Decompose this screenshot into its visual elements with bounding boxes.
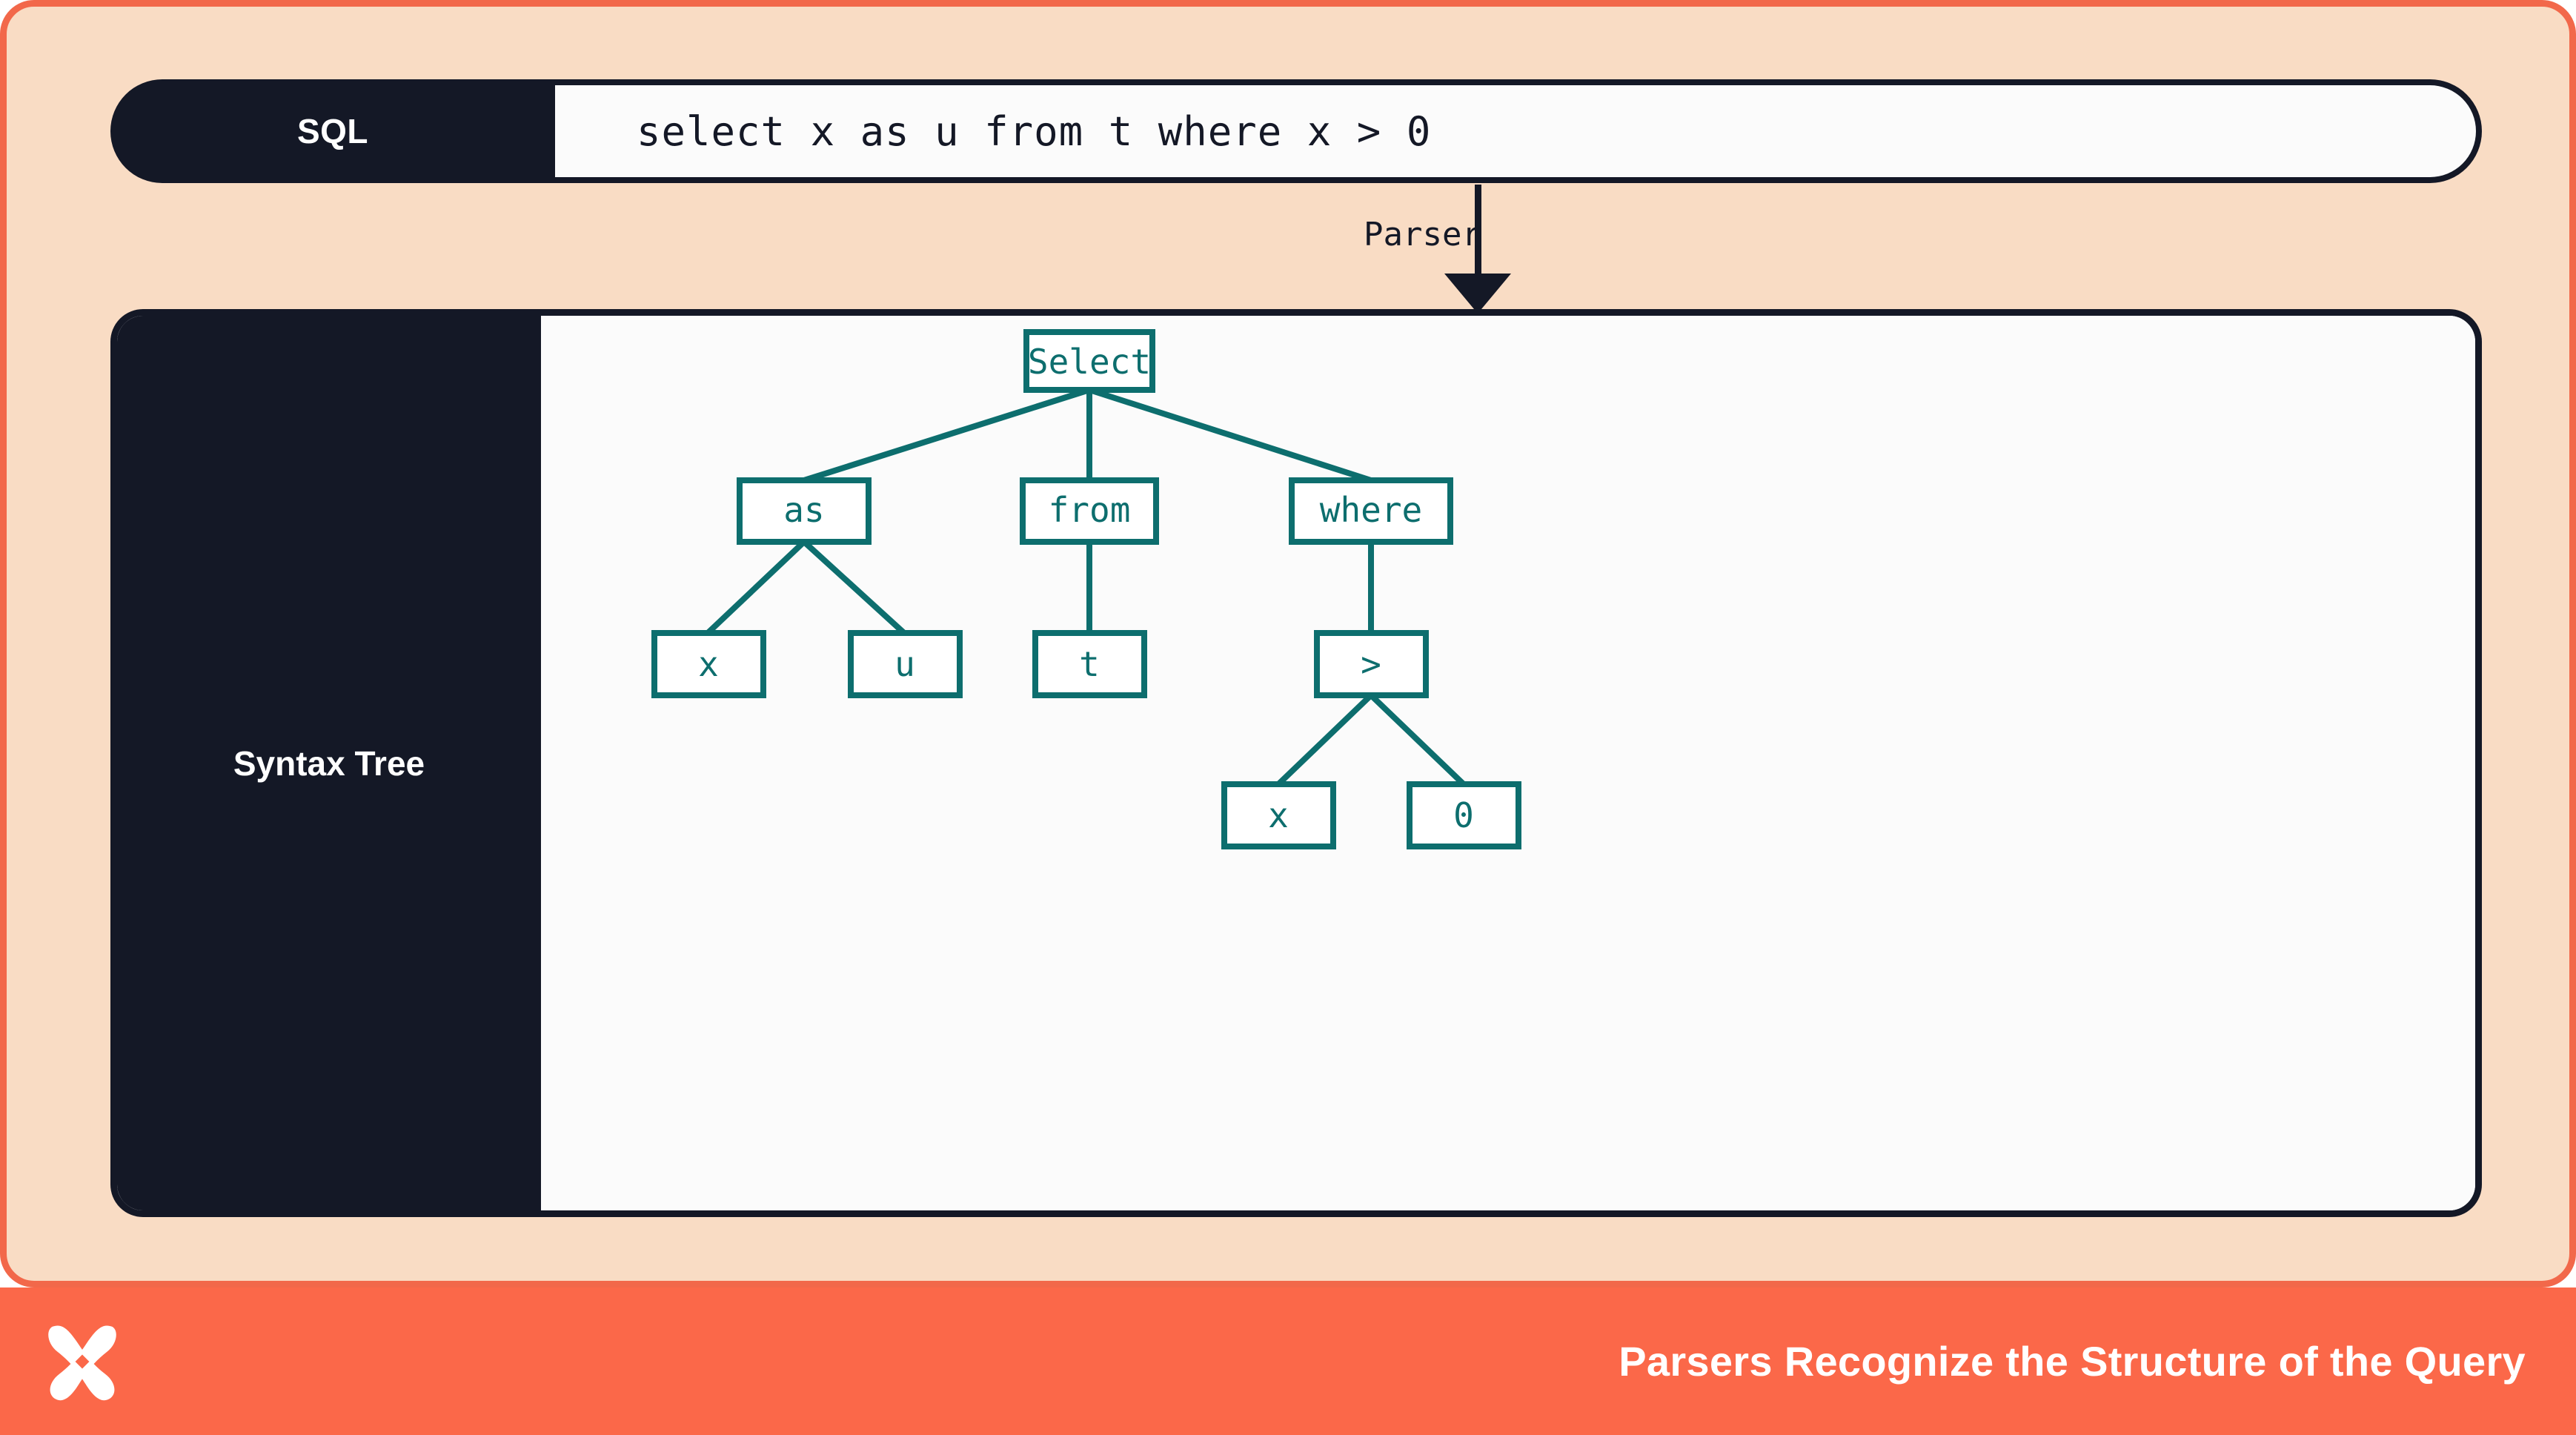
tree-node-t[interactable]: t [1032, 630, 1147, 698]
tree-node-u[interactable]: u [848, 630, 963, 698]
tree-node-from[interactable]: from [1020, 477, 1159, 545]
sql-row: SQL select x as u from t where x > 0 [110, 79, 2482, 183]
parser-label: Parser [1364, 216, 1481, 253]
tree-node-x-predicate[interactable]: x [1221, 781, 1336, 849]
arrow-down-icon-head [1444, 274, 1511, 314]
parser-transform: Parser [1267, 185, 1578, 314]
tree-node-u-label: u [894, 644, 915, 684]
edge-gt-zero [1369, 693, 1466, 786]
tree-node-as-label: as [783, 490, 824, 530]
edge-select-where [1088, 387, 1372, 483]
content-card: SQL select x as u from t where x > 0 Par… [0, 0, 2576, 1287]
edge-as-x [706, 540, 806, 635]
tree-node-greater-than-label: > [1361, 644, 1381, 684]
tree-node-as[interactable]: as [737, 477, 872, 545]
syntax-tree-sidebar-label: Syntax Tree [233, 743, 425, 783]
tree-node-select-label: Select [1028, 342, 1151, 382]
tree-node-t-label: t [1079, 644, 1100, 684]
tree-node-from-label: from [1049, 490, 1131, 530]
tree-node-x-alias[interactable]: x [651, 630, 766, 698]
tree-node-x-alias-label: x [698, 644, 719, 684]
tree-node-greater-than[interactable]: > [1314, 630, 1429, 698]
syntax-tree-canvas: Select as from where [541, 316, 2475, 1210]
edge-as-u [802, 540, 906, 635]
tree-node-where-label: where [1320, 490, 1422, 530]
sql-query-box[interactable]: select x as u from t where x > 0 [555, 79, 2482, 183]
arrow-down-icon-shaft [1475, 185, 1481, 281]
tree-node-zero[interactable]: 0 [1407, 781, 1521, 849]
tree-node-zero-label: 0 [1453, 795, 1474, 835]
syntax-tree-sidebar: Syntax Tree [117, 316, 541, 1210]
edge-gt-x [1276, 693, 1373, 786]
sql-query-text: select x as u from t where x > 0 [637, 107, 1432, 155]
tree-node-x-predicate-label: x [1268, 795, 1289, 835]
footer-caption: Parsers Recognize the Structure of the Q… [1619, 1338, 2526, 1385]
syntax-tree-graph: Select as from where [651, 329, 1521, 849]
butterfly-x-logo-icon [39, 1318, 126, 1405]
tree-node-where[interactable]: where [1289, 477, 1453, 545]
sql-label: SQL [296, 112, 369, 150]
tree-node-select[interactable]: Select [1023, 329, 1155, 393]
footer-bar: Parsers Recognize the Structure of the Q… [0, 1287, 2576, 1435]
syntax-tree-panel: Syntax Tree [110, 309, 2482, 1217]
edge-select-as [803, 387, 1091, 483]
sql-label-pill: SQL [110, 79, 555, 183]
